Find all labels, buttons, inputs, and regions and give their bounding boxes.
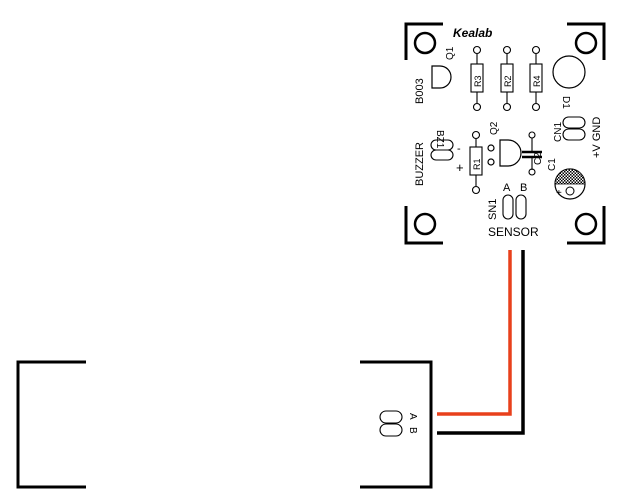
sensor-label: SENSOR bbox=[488, 225, 539, 239]
sn1-label: SN1 bbox=[487, 199, 499, 220]
bz-minus-label: - bbox=[457, 143, 461, 155]
r4-label: R4 bbox=[532, 75, 542, 87]
capacitor-c1 bbox=[554, 168, 586, 200]
sensor-b-label: B bbox=[520, 182, 527, 194]
resistor-r4 bbox=[529, 45, 543, 112]
led-d1 bbox=[552, 55, 586, 89]
probe-frame-left bbox=[16, 360, 86, 489]
probe-frame-right bbox=[360, 360, 433, 489]
capacitor-c2 bbox=[522, 131, 542, 176]
resistor-r3 bbox=[470, 45, 484, 112]
mounting-hole-bl bbox=[413, 212, 437, 236]
connector-cn1 bbox=[562, 116, 586, 141]
wire-a bbox=[437, 250, 512, 416]
cn1-label: CN1 bbox=[553, 122, 564, 142]
bz-plus-label: + bbox=[456, 160, 464, 175]
board-id-label: B003 bbox=[414, 78, 426, 104]
r3-label: R3 bbox=[473, 75, 483, 87]
mounting-hole-br bbox=[574, 212, 598, 236]
transistor-q1 bbox=[431, 65, 452, 89]
brand-label: Kealab bbox=[453, 26, 492, 40]
probe-a-label: A bbox=[407, 413, 418, 420]
d1-label: D1 bbox=[560, 96, 571, 109]
sensor-connector-sn1 bbox=[502, 194, 527, 220]
mounting-hole-tl bbox=[413, 31, 437, 55]
probe-b-label: B bbox=[407, 427, 418, 434]
buzzer-bz1 bbox=[430, 139, 454, 161]
resistor-r1 bbox=[469, 130, 483, 195]
bz1-label: BZ1 bbox=[434, 130, 445, 149]
transistor-q2 bbox=[487, 139, 522, 167]
pcb-board bbox=[404, 22, 606, 245]
wire-b bbox=[437, 250, 525, 435]
board-corner-br bbox=[567, 206, 606, 245]
wires bbox=[437, 250, 525, 435]
q1-label: Q1 bbox=[445, 46, 456, 60]
r2-label: R2 bbox=[503, 75, 513, 87]
board-corner-bl bbox=[404, 206, 443, 245]
probe-connector bbox=[379, 410, 403, 437]
r1-label: R1 bbox=[472, 158, 482, 170]
c1-plus-label: + bbox=[556, 188, 562, 199]
sensor-a-label: A bbox=[503, 182, 511, 194]
board-corner-tl bbox=[404, 22, 443, 60]
buzzer-label: BUZZER bbox=[414, 142, 426, 186]
c2-label: C2 bbox=[533, 152, 544, 165]
c1-label: C1 bbox=[547, 158, 558, 171]
board-corner-tr bbox=[567, 22, 606, 60]
power-label: +V GND bbox=[591, 117, 603, 158]
resistor-r2 bbox=[500, 45, 514, 112]
q2-label: Q2 bbox=[489, 121, 500, 135]
mounting-hole-tr bbox=[574, 31, 598, 55]
